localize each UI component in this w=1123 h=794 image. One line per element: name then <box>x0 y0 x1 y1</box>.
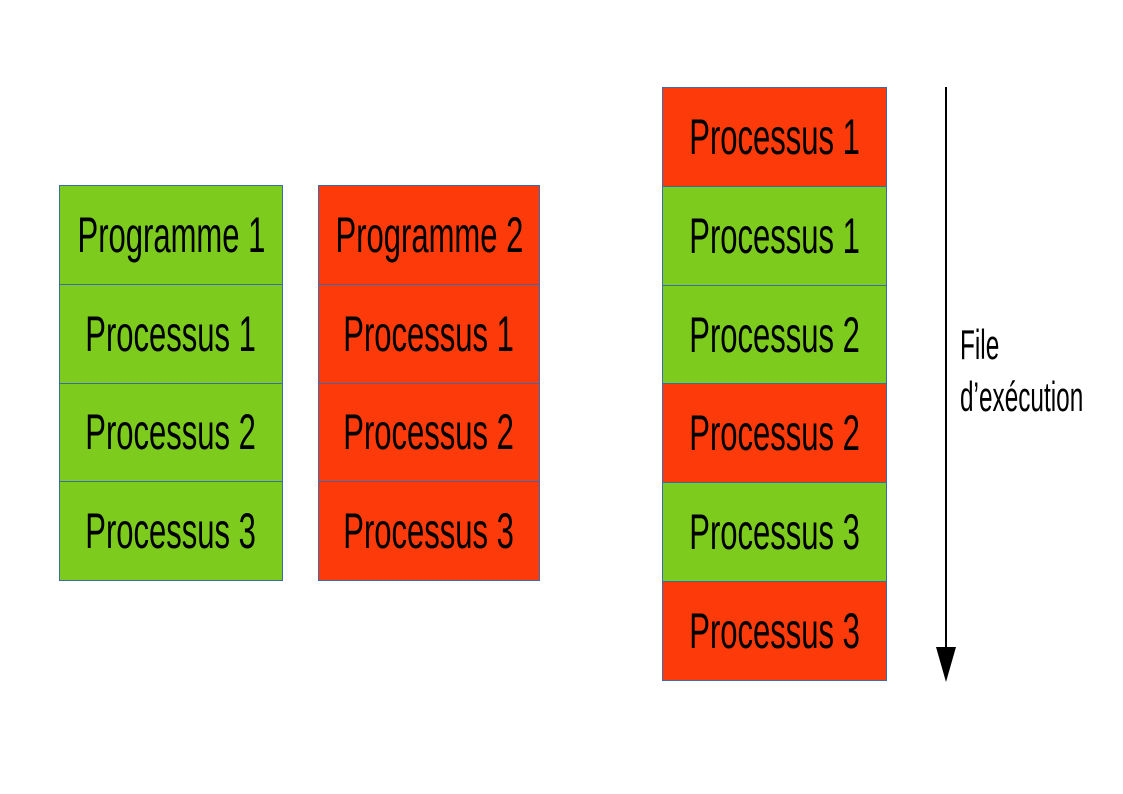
queue-box-5: Processus 3 <box>662 482 887 583</box>
processus-label: Processus 2 <box>689 405 860 462</box>
programme-1-column: Programme 1 Processus 1 Processus 2 Proc… <box>59 185 283 581</box>
queue-box-2: Processus 1 <box>662 185 887 286</box>
processus-label: Processus 2 <box>85 404 257 461</box>
processus-label: Processus 3 <box>85 503 257 560</box>
processus-label: Processus 2 <box>343 404 515 461</box>
processus-label: Processus 1 <box>689 108 860 165</box>
programme-2-processus-2-box: Processus 2 <box>318 382 540 483</box>
programme-1-processus-2-box: Processus 2 <box>59 382 283 483</box>
queue-box-4: Processus 2 <box>662 383 887 484</box>
processus-label: Processus 2 <box>689 306 860 363</box>
programme-1-label: Programme 1 <box>77 206 265 263</box>
processus-label: Processus 3 <box>689 603 860 660</box>
execution-queue-column: Processus 1 Processus 1 Processus 2 Proc… <box>662 87 887 681</box>
processus-label: Processus 1 <box>343 305 515 362</box>
processus-label: Processus 1 <box>85 305 257 362</box>
down-arrow-line <box>945 87 947 648</box>
processus-label: Processus 3 <box>343 503 515 560</box>
programme-2-processus-1-box: Processus 1 <box>318 283 540 384</box>
down-arrow-head-icon <box>936 647 956 682</box>
programme-2-box: Programme 2 <box>318 185 540 285</box>
processus-label: Processus 3 <box>689 504 860 561</box>
programme-1-box: Programme 1 <box>59 185 283 285</box>
queue-box-6: Processus 3 <box>662 581 887 681</box>
execution-queue-caption-line1: File <box>960 321 1000 368</box>
queue-box-1: Processus 1 <box>662 87 887 187</box>
programme-2-column: Programme 2 Processus 1 Processus 2 Proc… <box>318 185 540 581</box>
queue-box-3: Processus 2 <box>662 284 887 385</box>
programme-1-processus-3-box: Processus 3 <box>59 481 283 581</box>
execution-queue-caption: File d’exécution <box>960 319 1083 423</box>
programme-2-processus-3-box: Processus 3 <box>318 481 540 581</box>
processus-label: Processus 1 <box>689 207 860 264</box>
programme-2-label: Programme 2 <box>335 206 523 263</box>
execution-queue-caption-line2: d’exécution <box>960 373 1084 420</box>
programme-1-processus-1-box: Processus 1 <box>59 283 283 384</box>
